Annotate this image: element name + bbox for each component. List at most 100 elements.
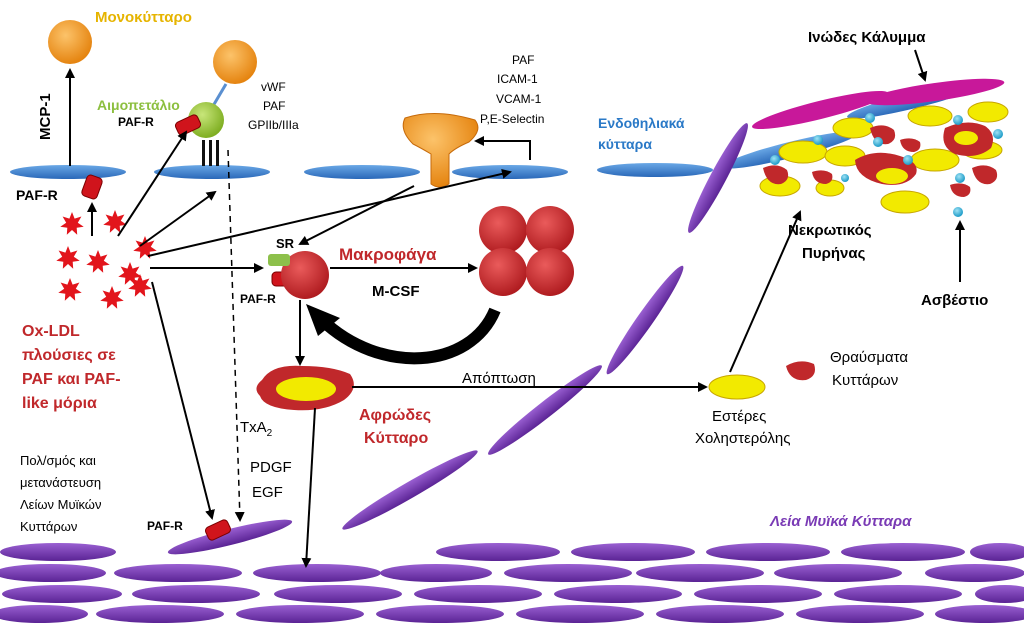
smooth-muscle-cell [376,605,504,623]
cell-fragment [900,138,921,152]
smooth-muscle-cell [774,564,902,582]
smooth-muscle-cell [841,543,965,561]
necrotic-core-label-1: Νεκρωτικός [788,222,872,239]
smooth-muscle-cell [132,585,260,603]
fragments-label-2: Κυττάρων [832,372,898,389]
smooth-muscle-cell [96,605,224,623]
smooth-muscle-cell [2,585,122,603]
macrophage-cluster [479,206,574,296]
arrow-to-necrotic-core [729,210,802,373]
calcium-deposit [813,135,823,145]
macrophage-cell [479,206,527,254]
lipid-droplet [876,168,908,184]
lipid-droplet [907,105,953,127]
monocyte-tether [211,83,228,107]
smooth-muscle-cell [380,564,492,582]
pdgf-label: PDGF [250,459,292,476]
calcium-deposit [903,155,913,165]
arrows [65,49,965,568]
calcium-label: Ασβέστιο [921,292,988,309]
paf-r-label-1: PAF-R [16,187,58,203]
plaque [752,78,1009,217]
smooth-muscle-cell [504,564,632,582]
smooth-muscle-cell [834,585,962,603]
necrotic-core-label-2: Πυρήνας [802,245,866,262]
smooth-muscle-cell [636,564,764,582]
cholesterol-ester-label-2: Χοληστερόλης [695,430,790,447]
smooth-muscle-cell [935,605,1024,623]
calcium-deposit [841,174,849,182]
ox-ldl-star-icon [103,210,127,233]
endothelial-cell [304,165,420,179]
endothelial-cell [597,163,713,177]
feedback-arrow-head-icon [306,304,340,336]
smooth-muscle-cell [414,585,542,603]
gp-label: GPIIb/IIIa [248,118,299,132]
paf-r-receptor-icon [204,519,232,541]
macrophage-cell [526,206,574,254]
smooth-muscle-cell [436,543,560,561]
paf-r-receptor-icon [174,114,202,136]
arrow-to-platelet [117,130,188,237]
ox-ldl-star-icon [128,274,152,297]
vcam-label: VCAM-1 [496,92,542,106]
calcium-deposit [953,207,963,217]
ox-ldl-star-icon [56,246,80,269]
smooth-muscle-cell [554,585,682,603]
vwf-label: vWF [261,80,286,94]
macrophage-cell [281,251,329,299]
smooth-muscle-cell [970,543,1024,561]
lipid-droplet [910,148,960,172]
txa-text: TxA [240,419,267,436]
bound-monocyte-cell [213,40,257,84]
ox-ldl-star-icon [118,262,142,285]
sr-receptor-icon [268,254,290,266]
dashed-arrow-platelet-factors [227,149,245,522]
smooth-muscle-cell [274,585,402,603]
ox-ldl-star-icon [60,212,84,235]
lipid-droplet [954,131,978,145]
arrow-monocyte-to-macrophage [298,185,415,245]
smooth-muscle-cell [516,605,644,623]
arrow-to-adhesion [147,168,512,257]
oxldl-label-1: Ox-LDL [22,323,80,340]
cell-fragment [950,183,971,197]
smooth-muscle-cell [0,605,88,623]
smooth-muscle-cell [0,564,106,582]
ox-ldl-particles [56,210,157,309]
smooth-muscle-cell [571,543,695,561]
mcsf-label: M-CSF [372,283,420,300]
calcium-deposit [993,129,1003,139]
feedback-curve-arrow [317,307,501,365]
icam-label: ICAM-1 [497,72,538,86]
smc-prolif-label-3: Λείων Μυϊκών [20,497,101,512]
smooth-muscle-cell [253,564,381,582]
migrating-smooth-muscle-cell [167,519,293,555]
smooth-muscle-cell [236,605,364,623]
lipid-droplet [967,101,1009,123]
foam-cell-label-2: Κύτταρο [364,430,428,447]
cell-fragment-icon [786,361,815,381]
ox-ldl-star-icon [86,250,110,273]
ox-ldl-star-icon [100,286,124,309]
adhered-monocyte-shape [402,112,479,188]
smooth-muscle-cell [796,605,924,623]
arrow-to-smooth-muscle [151,281,215,520]
macrophage-cell [526,248,574,296]
calcium-deposit [873,137,883,147]
smc-prolif-label-4: Κυττάρων [20,519,77,534]
arrow-to-endothelium [139,190,217,247]
paf-label-2: PAF [512,53,534,67]
paf-r-label-2: PAF-R [118,115,154,129]
endothelial-label-2: κύτταρα [598,136,652,152]
fibrous-cap-label: Ινώδες Κάλυμμα [808,29,926,46]
smooth-muscle-cell [0,543,116,561]
macrophage-cell [479,248,527,296]
smooth-muscle-cell [925,564,1024,582]
smooth-muscle-label: Λεία Μυϊκά Κύτταρα [769,513,912,530]
ox-ldl-star-icon [58,278,82,301]
cell-fragment [972,165,998,185]
smooth-muscle-cell [694,585,822,603]
smooth-muscle-layer [0,123,1024,623]
